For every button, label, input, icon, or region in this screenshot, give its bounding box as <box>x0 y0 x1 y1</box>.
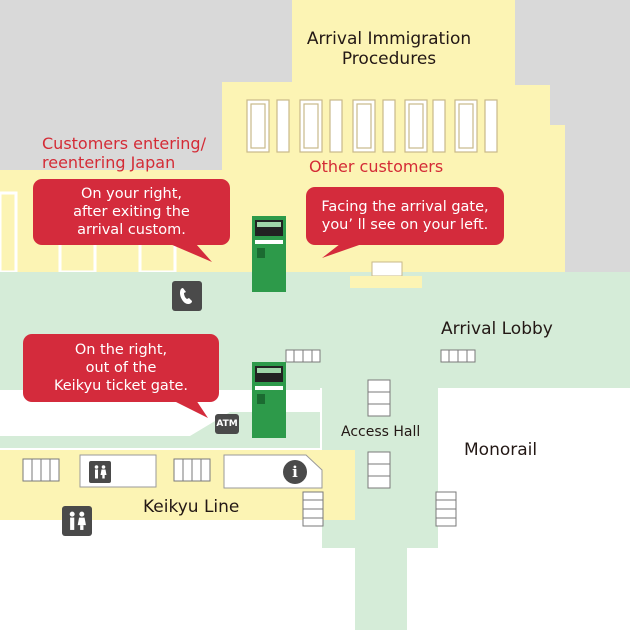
phone-icon <box>172 281 202 311</box>
info-icon-glyph: i <box>292 463 298 481</box>
callout-tail <box>170 244 212 262</box>
atm-icon-text: ATM <box>216 419 238 429</box>
atm-icon: ATM <box>215 414 239 434</box>
turnstiles <box>22 349 476 527</box>
access-hall-label: Access Hall <box>341 424 421 440</box>
entering-customers-label: Customers entering/ reentering Japan <box>42 134 206 172</box>
restroom-glyph <box>94 465 107 479</box>
restroom-icon <box>88 460 112 484</box>
callout-line: you’ ll see on your left. <box>321 217 489 233</box>
arrival-gate <box>371 261 403 277</box>
phone-glyph <box>180 288 192 304</box>
gate-base <box>350 276 422 288</box>
callout-line: Keikyu ticket gate. <box>53 378 189 395</box>
callout-tail <box>172 400 208 418</box>
ramp <box>0 412 230 436</box>
callout-line: after exiting the <box>73 203 190 220</box>
keikyu-line-label: Keikyu Line <box>143 497 240 517</box>
info-counter <box>223 454 323 489</box>
ticket-machine-lower <box>252 362 286 438</box>
corridor-strip <box>0 191 18 274</box>
immigration-label-line2: Procedures <box>341 48 437 69</box>
callout-keikyu-gate: On the right, out of the Keikyu ticket g… <box>23 334 219 402</box>
arrival-lobby-label: Arrival Lobby <box>441 319 553 339</box>
callout-tail <box>322 244 362 258</box>
monorail-area <box>438 388 630 630</box>
monorail-label: Monorail <box>464 440 538 460</box>
immigration-label: Arrival Immigration Procedures <box>0 29 630 69</box>
access-hall-down <box>355 520 407 630</box>
callout-right-after-customs: On your right, after exiting the arrival… <box>33 179 230 245</box>
immigration-label-line1: Arrival Immigration <box>306 29 472 49</box>
callout-facing-gate: Facing the arrival gate, you’ ll see on … <box>306 187 504 245</box>
callout-line: On the right, <box>74 341 168 358</box>
other-customers-label: Other customers <box>309 157 444 176</box>
info-icon: i <box>283 460 307 484</box>
entering-label-line1: Customers entering/ <box>42 134 206 153</box>
immigration-booths <box>246 99 498 153</box>
toilets-icon <box>62 506 92 536</box>
toilets-glyph <box>69 511 86 530</box>
callout-line: out of the <box>85 359 157 376</box>
entering-label-line2: reentering Japan <box>42 153 176 173</box>
callout-line: Facing the arrival gate, <box>321 198 489 215</box>
ticket-machine-upper <box>252 216 286 292</box>
callout-line: arrival custom. <box>77 222 186 239</box>
callout-line: On your right, <box>80 185 183 202</box>
